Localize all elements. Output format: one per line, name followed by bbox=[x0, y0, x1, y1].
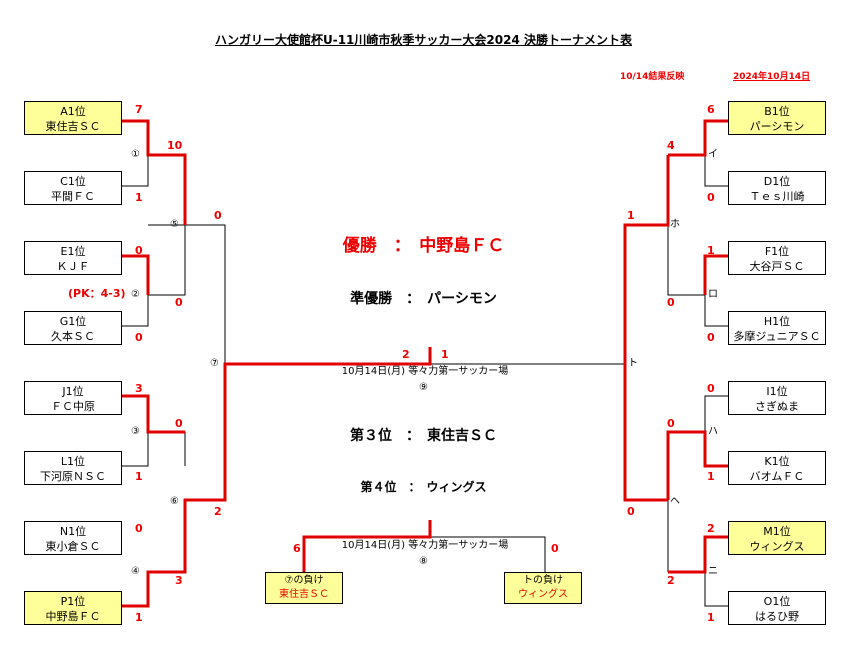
score-left-3: 0 bbox=[135, 244, 143, 257]
team-box-right-6: K1位バオムＦＣ bbox=[728, 451, 826, 485]
score-right-8: 1 bbox=[707, 611, 715, 624]
final-node: ⑨ bbox=[419, 382, 428, 393]
champion-text: 優勝 ： 中野島ＦＣ bbox=[342, 236, 505, 256]
runner-up-text: 準優勝 ： パーシモン bbox=[350, 291, 497, 307]
score-right-5: 0 bbox=[707, 382, 715, 395]
node-3: ③ bbox=[131, 426, 140, 437]
score-right-r3-2: 0 bbox=[627, 505, 635, 518]
node-ha: ハ bbox=[708, 426, 718, 437]
score-left-2: 1 bbox=[135, 191, 143, 204]
node-he: ヘ bbox=[670, 496, 680, 507]
third-left-label: ⑦の負け bbox=[284, 575, 324, 586]
header-date: 2024年10月14日 bbox=[733, 72, 811, 82]
node-ho: ホ bbox=[670, 219, 680, 230]
final-score-left: 2 bbox=[402, 348, 410, 361]
third-venue: 10月14日(月) 等々力第一サッカー場 bbox=[341, 540, 509, 551]
node-2: ② bbox=[131, 289, 140, 300]
score-right-r3-1: 1 bbox=[627, 209, 635, 222]
update-note: 10/14結果反映 bbox=[620, 72, 685, 82]
score-right-r2-2: 0 bbox=[667, 296, 675, 309]
third-left-box: ⑦の負け 東住吉ＳＣ bbox=[265, 572, 343, 604]
score-left-1: 7 bbox=[135, 103, 143, 116]
node-ro: ロ bbox=[708, 289, 718, 300]
team-box-left-6: L1位下河原ＮＳＣ bbox=[24, 451, 122, 485]
team-box-right-8: O1位はるひ野 bbox=[728, 591, 826, 625]
team-box-left-8: P1位中野島ＦＣ bbox=[24, 591, 122, 625]
score-right-3: 1 bbox=[707, 244, 715, 257]
third-right-label: トの負け bbox=[523, 575, 563, 586]
page-title: ハンガリー大使館杯U-11川崎市秋季サッカー大会2024 決勝トーナメント表 bbox=[214, 33, 632, 47]
score-left-r2-3: 0 bbox=[175, 417, 183, 430]
score-right-1: 6 bbox=[707, 103, 715, 116]
node-6: ⑥ bbox=[170, 496, 179, 507]
score-right-r2-4: 2 bbox=[667, 574, 675, 587]
score-left-6: 1 bbox=[135, 470, 143, 483]
node-1: ① bbox=[131, 149, 140, 160]
node-i: イ bbox=[708, 149, 718, 160]
score-right-2: 0 bbox=[707, 191, 715, 204]
third-node: ⑧ bbox=[419, 556, 428, 567]
third-place-text: 第３位 ： 東住吉ＳＣ bbox=[350, 428, 497, 444]
third-score-left: 6 bbox=[293, 542, 301, 555]
node-ni: ニ bbox=[708, 566, 718, 577]
third-score-right: 0 bbox=[551, 542, 559, 555]
pk-note: (PK：4-3) bbox=[68, 287, 126, 300]
score-left-5: 3 bbox=[135, 382, 143, 395]
team-box-right-3: F1位大谷戸ＳＣ bbox=[728, 241, 826, 275]
score-left-8: 1 bbox=[135, 611, 143, 624]
score-right-7: 2 bbox=[707, 522, 715, 535]
score-right-r2-1: 4 bbox=[667, 139, 675, 152]
score-right-6: 1 bbox=[707, 470, 715, 483]
node-to: ト bbox=[628, 358, 638, 369]
score-right-4: 0 bbox=[707, 331, 715, 344]
team-box-left-1: A1位東住吉ＳＣ bbox=[24, 101, 122, 135]
third-left-team: 東住吉ＳＣ bbox=[279, 589, 329, 600]
node-7: ⑦ bbox=[210, 358, 219, 369]
score-left-r3-2: 2 bbox=[214, 505, 222, 518]
score-left-r2-1: 10 bbox=[167, 139, 183, 152]
score-left-7: 0 bbox=[135, 522, 143, 535]
fourth-place-text: 第４位 ： ウィングス bbox=[360, 480, 487, 494]
score-right-r2-3: 0 bbox=[667, 417, 675, 430]
team-box-right-7: M1位ウィングス bbox=[728, 521, 826, 555]
team-box-right-1: B1位パーシモン bbox=[728, 101, 826, 135]
third-right-team: ウィングス bbox=[518, 589, 568, 600]
final-score-right: 1 bbox=[441, 348, 449, 361]
node-4: ④ bbox=[131, 566, 140, 577]
team-box-right-4: H1位多摩ジュニアＳＣ bbox=[728, 311, 826, 345]
team-box-left-2: C1位平間ＦＣ bbox=[24, 171, 122, 205]
team-box-right-5: I1位さぎぬま bbox=[728, 381, 826, 415]
final-venue: 10月14日(月) 等々力第一サッカー場 bbox=[341, 366, 509, 377]
node-5: ⑤ bbox=[170, 219, 179, 230]
score-left-r3-1: 0 bbox=[214, 209, 222, 222]
team-box-left-7: N1位東小倉ＳＣ bbox=[24, 521, 122, 555]
team-box-left-4: G1位久本ＳＣ bbox=[24, 311, 122, 345]
score-left-r2-4: 3 bbox=[175, 574, 183, 587]
third-right-box: トの負け ウィングス bbox=[504, 572, 582, 604]
score-left-4: 0 bbox=[135, 331, 143, 344]
score-left-r2-2: 0 bbox=[175, 296, 183, 309]
